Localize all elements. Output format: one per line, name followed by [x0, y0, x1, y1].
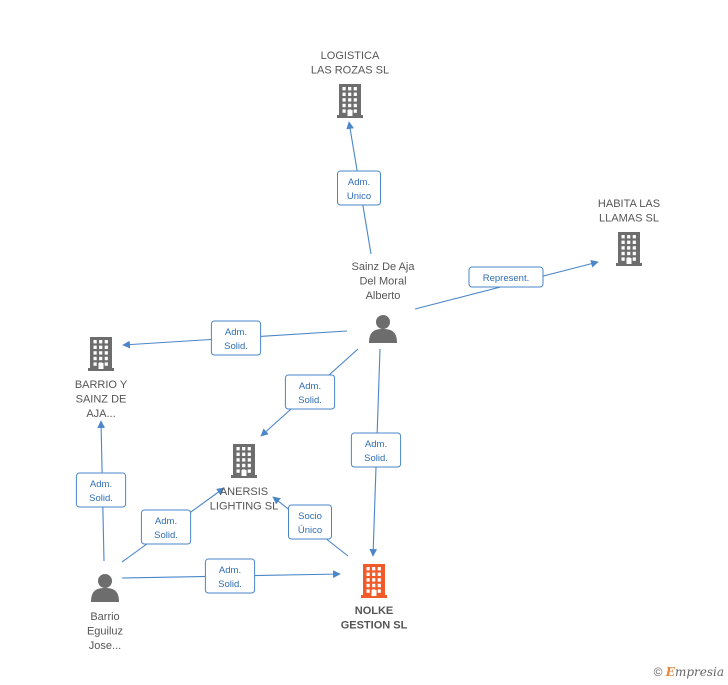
edge-label-box — [140, 509, 192, 545]
edge-sainz-to-nolke: Adm. Solid. — [350, 348, 402, 557]
edge-label-text: Adm. — [348, 177, 370, 188]
building-icon — [231, 444, 257, 478]
edge-label-text: Adm. — [219, 565, 241, 576]
node-label: HABITA LAS — [598, 198, 660, 210]
node-label: BARRIO Y — [75, 379, 128, 391]
node-label: Barrio — [90, 611, 119, 623]
node-label: LIGHTING SL — [210, 501, 278, 513]
node-label: GESTION SL — [341, 620, 408, 632]
edge-barrio_eguiluz-to-nolke: Adm. Solid. — [121, 558, 341, 594]
edge-label-text: Adm. — [90, 479, 112, 490]
footer: © Empresia — [654, 665, 724, 679]
node-barrio_sainz[interactable]: BARRIO Y SAINZ DE AJA... — [75, 337, 128, 420]
edge-label-text: Adm. — [155, 516, 177, 527]
edge-label-box — [468, 266, 544, 288]
node-label: Sainz De Aja — [352, 261, 416, 273]
edge-label-box — [204, 558, 256, 594]
building-icon — [337, 84, 363, 118]
edge-sainz-to-logistica: Adm. Unico — [337, 121, 381, 255]
brand-logo-text: mpresia — [674, 665, 724, 679]
brand-logo-initial: E — [665, 665, 675, 679]
node-label: LLAMAS SL — [599, 213, 659, 225]
edge-label-text: Socio — [298, 511, 322, 522]
edge-label-text: Solid. — [364, 453, 388, 464]
building-icon — [361, 564, 387, 598]
edge-barrio_eguiluz-to-barrio_sainz: Adm. Solid. — [75, 420, 127, 562]
copyright-symbol: © — [653, 665, 663, 679]
edge-label-box — [337, 170, 381, 206]
node-anersis[interactable]: ANERSIS LIGHTING SL — [210, 444, 278, 513]
node-label: NOLKE — [355, 605, 394, 617]
node-label: AJA... — [86, 408, 115, 420]
edge-sainz-to-anersis: Adm. Solid. — [260, 348, 359, 437]
edges-layer: Adm.UnicoRepresent.Adm.Solid.Adm.Solid.A… — [75, 121, 599, 594]
edge-label-text: Solid. — [298, 395, 322, 406]
building-icon — [616, 232, 642, 266]
edge-label-text: Único — [298, 525, 322, 536]
edge-sainz-to-habita: Represent. — [414, 259, 599, 310]
node-label: Del Moral — [359, 276, 406, 288]
edge-label-box — [350, 432, 402, 468]
node-nolke[interactable]: NOLKE GESTION SL — [341, 564, 408, 632]
node-barrio_eguiluz[interactable]: BarrioEguiluzJose... — [87, 574, 123, 652]
edge-barrio_eguiluz-to-anersis: Adm. Solid. — [121, 487, 225, 563]
node-label: Jose... — [89, 640, 121, 652]
edge-label-text: Adm. — [365, 439, 387, 450]
edge-label-text: Unico — [347, 191, 371, 202]
edge-label-text: Represent. — [483, 273, 529, 284]
nodes-layer: LOGISTICA LAS ROZAS SL HABITA LAS LLAMAS SL… — [75, 50, 660, 652]
node-label: LAS ROZAS SL — [311, 65, 389, 77]
node-label: SAINZ DE — [76, 394, 127, 406]
node-label: LOGISTICA — [321, 50, 380, 62]
node-label: Alberto — [366, 290, 401, 302]
building-icon — [88, 337, 114, 371]
node-logistica[interactable]: LOGISTICA LAS ROZAS SL — [311, 50, 389, 118]
edge-label-text: Solid. — [218, 579, 242, 590]
edge-sainz-to-barrio_sainz: Adm. Solid. — [122, 320, 348, 356]
edge-label-box — [284, 374, 336, 410]
edge-label-box — [75, 472, 127, 508]
person-icon — [91, 574, 119, 602]
edge-label-box — [210, 320, 262, 356]
edge-label-text: Solid. — [154, 530, 178, 541]
node-habita[interactable]: HABITA LAS LLAMAS SL — [598, 198, 660, 266]
edge-label-text: Solid. — [89, 493, 113, 504]
edge-label-text: Solid. — [224, 341, 248, 352]
person-icon — [369, 315, 397, 343]
node-label: Eguiluz — [87, 626, 123, 638]
edge-label-box — [288, 504, 332, 540]
edge-label-text: Adm. — [299, 381, 321, 392]
edge-label-text: Adm. — [225, 327, 247, 338]
node-label: ANERSIS — [220, 486, 268, 498]
